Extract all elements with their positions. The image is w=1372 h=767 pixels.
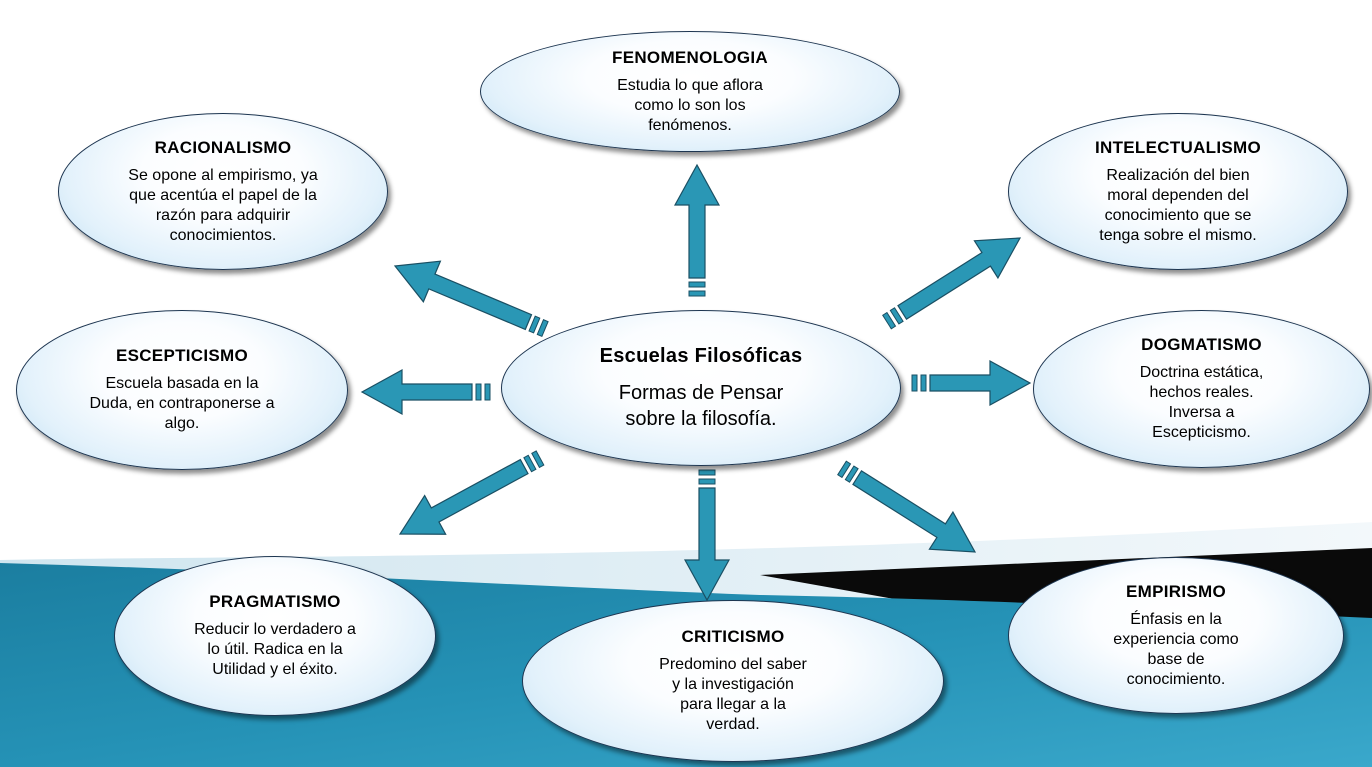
node-description: Predomino del saber y la investigación p…	[659, 656, 807, 733]
arrow-to-empirismo	[837, 460, 977, 553]
node-description: Doctrina estática, hechos reales. Invers…	[1139, 364, 1264, 441]
arrow-to-racionalismo	[393, 260, 549, 338]
arrow-to-intelectualismo	[882, 237, 1022, 330]
node-description: Énfasis en la experiencia como base de c…	[1113, 610, 1239, 688]
center-node: Escuelas Filosóficas Formas de Pensar so…	[501, 310, 901, 466]
node-title: EMPIRISMO	[1126, 581, 1226, 601]
node-description: Se opone al empirismo, ya que acentúa el…	[128, 166, 318, 244]
arrow-to-pragmatismo	[398, 450, 545, 535]
node-dogmatismo: DOGMATISMO Doctrina estática, hechos rea…	[1033, 310, 1370, 468]
node-intelectualismo: INTELECTUALISMO Realización del bien mor…	[1008, 113, 1348, 270]
node-pragmatismo: PRAGMATISMO Reducir lo verdadero a lo út…	[114, 556, 436, 716]
node-description: Reducir lo verdadero a lo útil. Radica e…	[194, 621, 356, 678]
node-title: RACIONALISMO	[154, 137, 292, 157]
node-empirismo: EMPIRISMO Énfasis en la experiencia como…	[1008, 557, 1344, 714]
center-title: Escuelas Filosóficas	[599, 344, 803, 367]
node-fenomenologia: FENOMENOLOGIA Estudia lo que aflora como…	[480, 31, 900, 152]
arrow-to-fenomenologia	[673, 163, 721, 297]
arrow-to-escepticismo	[360, 368, 491, 416]
node-description: Estudia lo que aflora como lo son los fe…	[617, 76, 763, 134]
node-title: DOGMATISMO	[1141, 335, 1262, 354]
node-racionalismo: RACIONALISMO Se opone al empirismo, ya q…	[58, 113, 388, 270]
node-description: Realización del bien moral dependen del …	[1099, 166, 1257, 244]
arrow-to-criticismo	[683, 469, 731, 602]
node-title: INTELECTUALISMO	[1095, 137, 1261, 157]
node-description: Escuela basada en la Duda, en contrapone…	[89, 375, 275, 432]
node-title: PRAGMATISMO	[209, 592, 341, 611]
center-subtitle: Formas de Pensar sobre la filosofía.	[618, 381, 784, 430]
node-escepticismo: ESCEPTICISMO Escuela basada en la Duda, …	[16, 310, 348, 470]
node-title: FENOMENOLOGIA	[612, 47, 768, 67]
arrow-to-dogmatismo	[911, 359, 1032, 407]
node-title: ESCEPTICISMO	[115, 346, 249, 365]
node-title: CRITICISMO	[681, 627, 785, 646]
node-criticismo: CRITICISMO Predomino del saber y la inve…	[522, 600, 944, 762]
